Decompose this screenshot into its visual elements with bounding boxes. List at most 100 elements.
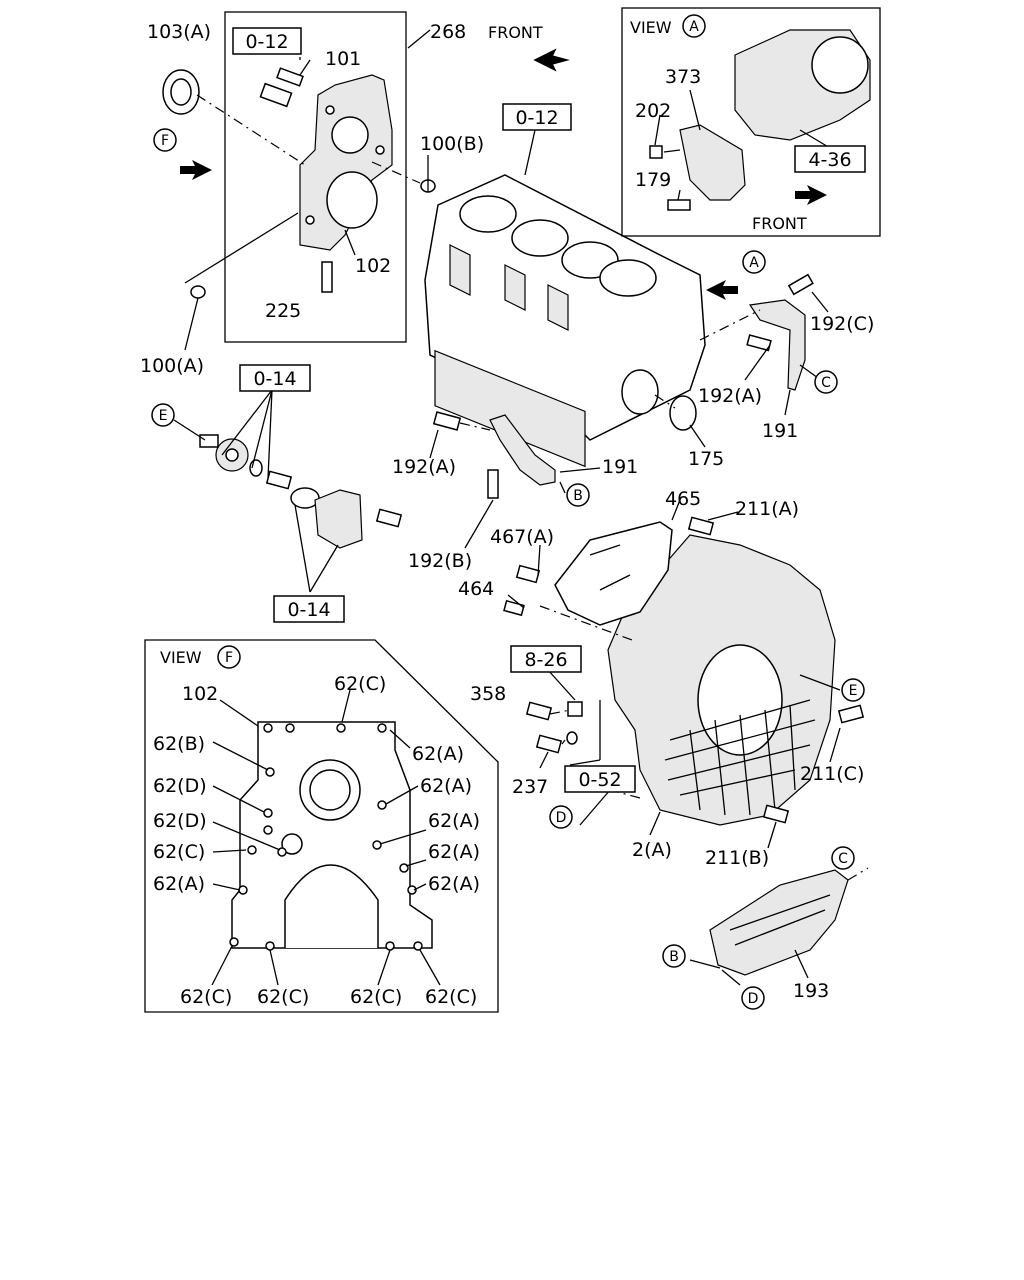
label-62a-3: 62(A) — [428, 810, 480, 832]
label-62c-bottom-1: 62(C) — [180, 986, 232, 1008]
front-cover-seal-bore — [326, 171, 378, 229]
clip-ref — [567, 701, 583, 717]
label-62c-top: 62(C) — [334, 673, 386, 695]
label-62d-1: 62(D) — [153, 775, 207, 797]
callout-c-2: C — [831, 846, 855, 870]
label-62d-2: 62(D) — [153, 810, 207, 832]
svg-text:B: B — [573, 488, 583, 504]
view-f-bolt-holes — [229, 723, 423, 951]
bracket-191-right — [748, 299, 806, 391]
ref-box-0-14-b[interactable]: 0-14 — [273, 595, 345, 623]
label-103a: 103(A) — [147, 21, 211, 43]
ref-box-0-12-b[interactable]: 0-12 — [502, 103, 572, 131]
bolt-211b — [762, 804, 790, 824]
svg-text:E: E — [159, 408, 168, 424]
flywheel-housing-bore — [697, 644, 783, 756]
bolt-192b — [487, 469, 499, 499]
label-62c-bottom-3: 62(C) — [350, 986, 402, 1008]
crank-bore — [621, 369, 659, 415]
label-191-middle: 191 — [602, 456, 638, 478]
label-62c-left: 62(C) — [153, 841, 205, 863]
label-237: 237 — [512, 776, 548, 798]
label-62a-5: 62(A) — [428, 873, 480, 895]
view-a-frame — [621, 7, 881, 237]
label-179: 179 — [635, 169, 671, 191]
label-62a-1: 62(A) — [412, 743, 464, 765]
bolt-358 — [525, 701, 553, 721]
bolt-225 — [321, 261, 333, 293]
callout-f: F — [153, 128, 177, 152]
label-211a: 211(A) — [735, 498, 799, 520]
label-102: 102 — [355, 255, 391, 277]
svg-text:F: F — [225, 650, 233, 666]
callout-view-f: F — [217, 645, 241, 669]
front-cover-upper-hole — [331, 116, 369, 154]
label-62c-bottom-4: 62(C) — [425, 986, 477, 1008]
ref-box-8-26[interactable]: 8-26 — [510, 645, 582, 673]
bracket-191-middle — [489, 414, 556, 486]
view-f-leaders — [211, 689, 441, 986]
svg-text:A: A — [689, 19, 699, 35]
label-373: 373 — [665, 66, 701, 88]
label-202: 202 — [635, 100, 671, 122]
label-175: 175 — [688, 448, 724, 470]
o-ring-100a — [190, 285, 206, 299]
label-62b: 62(B) — [153, 733, 205, 755]
label-191-right: 191 — [762, 420, 798, 442]
callout-e: E — [151, 403, 175, 427]
bolt-192c — [787, 273, 814, 296]
pin-464 — [503, 599, 525, 617]
label-192a-right: 192(A) — [698, 385, 762, 407]
svg-text:A: A — [749, 255, 759, 271]
label-193: 193 — [793, 980, 829, 1002]
label-192b: 192(B) — [408, 550, 472, 572]
callout-b-2: B — [662, 944, 686, 968]
label-62a-2: 62(A) — [420, 775, 472, 797]
view-a-arrow-icon — [706, 280, 738, 300]
label-62a-4: 62(A) — [428, 841, 480, 863]
label-268: 268 — [430, 21, 466, 43]
svg-text:E: E — [849, 683, 858, 699]
ref-label: 8-26 — [524, 649, 567, 671]
ref-box-4-36[interactable]: 4-36 — [794, 145, 866, 173]
label-225: 225 — [265, 300, 301, 322]
flywheel-housing-ribs — [664, 699, 816, 816]
pin-ref-part — [259, 82, 293, 108]
label-100a: 100(A) — [140, 355, 204, 377]
label-358: 358 — [470, 683, 506, 705]
view-f-frame — [144, 639, 499, 1013]
ref-box-0-52[interactable]: 0-52 — [564, 765, 636, 793]
bolt-192a-left — [432, 411, 462, 431]
gear-bolt — [199, 434, 219, 448]
gear-shaft-housing — [314, 489, 363, 549]
label-192c: 192(C) — [810, 313, 874, 335]
callout-view-a: A — [682, 14, 706, 38]
view-f-arrow-icon — [180, 160, 212, 180]
front-arrow-icon — [533, 48, 570, 72]
callout-d-2: D — [741, 986, 765, 1010]
label-62a-left: 62(A) — [153, 873, 205, 895]
svg-text:F: F — [161, 133, 169, 149]
label-62c-bottom-2: 62(C) — [257, 986, 309, 1008]
label-211c: 211(C) — [800, 763, 864, 785]
callout-d: D — [549, 805, 573, 829]
ref-box-0-14-a[interactable]: 0-14 — [239, 364, 311, 392]
bolt-101 — [276, 67, 304, 87]
bolt-467a — [515, 564, 541, 584]
nut-202 — [649, 145, 663, 159]
ref-label: 4-36 — [808, 149, 851, 171]
ref-box-0-12-a[interactable]: 0-12 — [232, 27, 302, 55]
label-102-view-f: 102 — [182, 683, 218, 705]
view-a-title: VIEW — [630, 18, 672, 37]
cover-plate-465 — [554, 521, 673, 626]
ref-label: 0-12 — [245, 31, 288, 53]
ref-label: 0-52 — [578, 769, 621, 791]
label-467a: 467(A) — [490, 526, 554, 548]
pump-bracket-373 — [679, 124, 746, 201]
bolt-211c — [837, 704, 865, 724]
label-192a-left: 192(A) — [392, 456, 456, 478]
callout-e-2: E — [841, 678, 865, 702]
label-100b: 100(B) — [420, 133, 484, 155]
